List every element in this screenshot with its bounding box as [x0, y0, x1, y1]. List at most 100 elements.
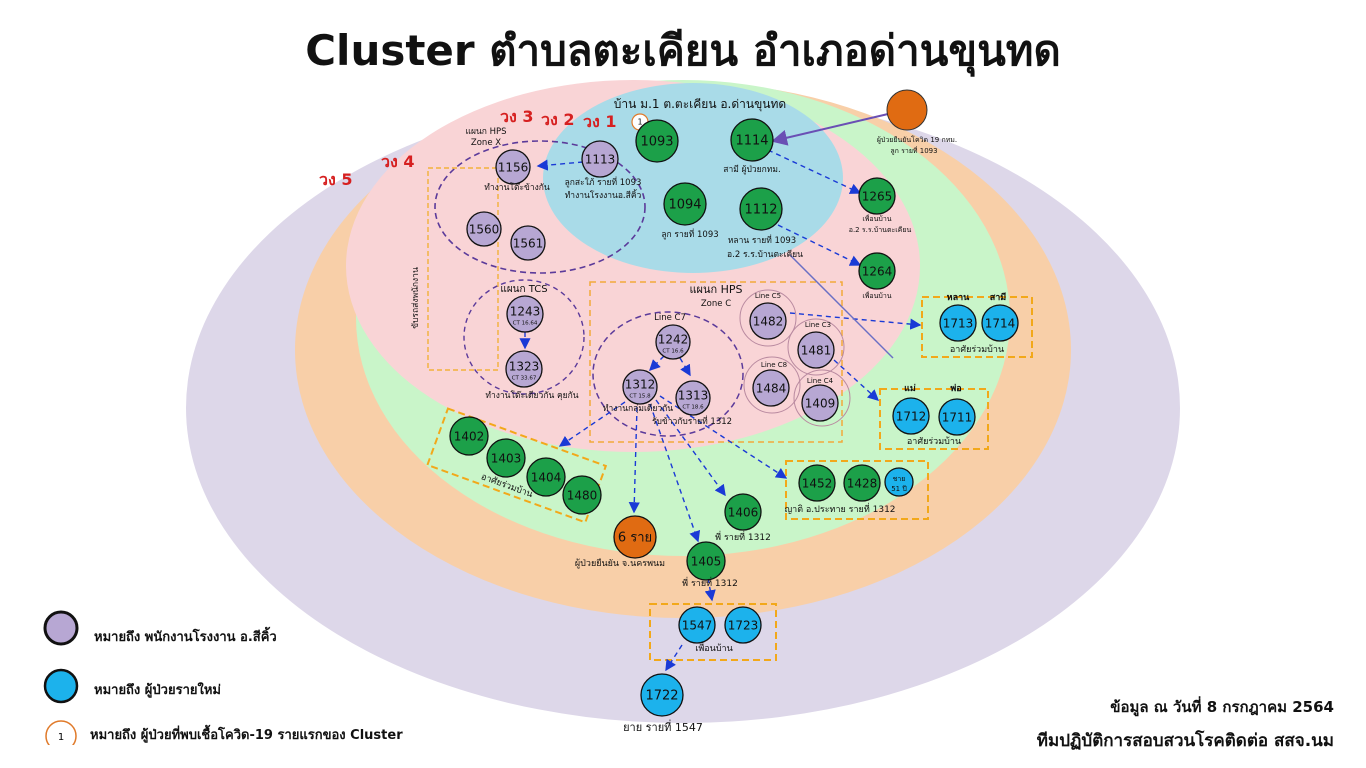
- node-label-1156: 1156: [498, 161, 529, 175]
- node-1313: [675, 380, 711, 416]
- node-ct-1242: CT 16.6: [662, 349, 684, 355]
- caption-1547: เพื่อนบ้าน: [695, 641, 733, 654]
- node-1484: [752, 369, 790, 407]
- line-c5-group: [739, 289, 797, 347]
- node-label-1313: 1313: [678, 389, 709, 403]
- tcs-heading: แผนก TCS: [500, 284, 547, 295]
- legend-blue-icon: [43, 668, 79, 704]
- node-label-1242: 1242: [658, 333, 689, 347]
- node-1723: [724, 606, 762, 644]
- node-label-1713: 1713: [943, 317, 974, 331]
- node-1405: [686, 541, 726, 581]
- line-c4-label: Line C4: [807, 377, 834, 385]
- caption-mother: แม่: [904, 383, 916, 394]
- caption-1156: ทำงานโต๊ะข้างกัน: [484, 182, 550, 193]
- edge-1113-1156: [536, 159, 584, 171]
- footer-date: ข้อมูล ณ วันที่ 8 กรกฎาคม 2564: [1110, 698, 1334, 716]
- node-label-1323: 1323: [509, 360, 540, 374]
- node-1265: [858, 177, 896, 215]
- node-label-1723: 1723: [728, 619, 759, 633]
- node-label-1561: 1561: [513, 237, 544, 251]
- caption-1323: ทำงานโต๊ะเดียวกัน คุยกัน: [485, 390, 578, 401]
- caption-6: ผู้ป่วยยืนยัน จ.นครพนม: [575, 558, 665, 569]
- node-label-1712: 1712: [896, 410, 927, 424]
- node-1093: [635, 119, 679, 163]
- tcs-group: [463, 279, 585, 395]
- node-label-1714: 1714: [985, 317, 1016, 331]
- zone-c-heading: แผนก HPS: [689, 283, 742, 296]
- node-label-1312: 1312: [625, 378, 656, 392]
- node-ct-1243: CT 16.64: [513, 321, 538, 327]
- caption-grandson: หลาน: [947, 293, 971, 303]
- caption-1113b: ทำงานโรงงานอ.สีคิ้ว: [565, 189, 642, 201]
- node-1712: [892, 397, 930, 435]
- ring-label-2: วง 2: [541, 110, 575, 129]
- caption-1265a: เพื่อนบ้าน: [862, 214, 891, 223]
- legend-blue-text: หมายถึง ผู้ป่วยรายใหม่: [94, 683, 221, 698]
- node-label-sai_age: 51 ปี: [891, 485, 907, 493]
- node-label-1113: 1113: [585, 153, 616, 167]
- edge-1242-1313: [679, 357, 691, 377]
- node-label-1405: 1405: [691, 555, 722, 569]
- node-label-1406: 1406: [728, 506, 759, 520]
- node-1156: [495, 149, 531, 185]
- legend-purple-icon: [43, 610, 79, 646]
- node-1264: [858, 252, 896, 290]
- node-1560: [466, 211, 502, 247]
- caption-1712: อาศัยร่วมบ้าน: [907, 436, 961, 447]
- box-1452-group: [785, 460, 929, 520]
- node-label-1265: 1265: [862, 190, 893, 204]
- caption-1406: พี่ รายที่ 1312: [715, 530, 771, 543]
- node-label-1711: 1711: [942, 411, 973, 425]
- node-1452: [798, 464, 836, 502]
- zone-c-box: [589, 281, 843, 443]
- caption-father: พ่อ: [950, 383, 961, 394]
- caption-1265b: อ.2 ร.ร.บ้านตะเคียน: [849, 226, 912, 234]
- node-label-1480: 1480: [567, 489, 598, 503]
- box-1712-1711: [879, 388, 989, 450]
- node-label-1547: 1547: [682, 619, 713, 633]
- driver-box: [427, 167, 499, 371]
- caption-1112b: อ.2 ร.ร.บ้านตะเคียน: [727, 249, 803, 260]
- caption-1313: รับข้าวกับรายที่ 1312: [652, 415, 732, 427]
- line-c7-label: Line C7: [654, 313, 686, 323]
- first-case-marker-label: 1: [637, 118, 642, 127]
- ring-label-1: วง 1: [583, 112, 617, 131]
- edge-source-1114: [771, 113, 889, 146]
- caption-husband: สามี: [990, 292, 1007, 303]
- node-label-6: 6 ราย: [618, 531, 652, 546]
- node-male-51: [884, 467, 914, 497]
- node-1409: [801, 384, 839, 422]
- node-1404: [526, 457, 566, 497]
- driver-box-label: ขับรถส่งพนักงาน: [411, 267, 421, 329]
- node-label-1428: 1428: [847, 477, 878, 491]
- node-1112: [739, 187, 783, 231]
- ring-label-3: วง 3: [500, 107, 534, 126]
- edge-1312-1452: [659, 395, 788, 479]
- caption-1713: อาศัยร่วมบ้าน: [950, 344, 1004, 355]
- node-label-1243: 1243: [510, 305, 541, 319]
- legend-icons: 1: [43, 610, 79, 745]
- node-label-1402: 1402: [454, 430, 485, 444]
- node-1713: [939, 304, 977, 342]
- node-label-1560: 1560: [469, 223, 500, 237]
- zone-x-group: [434, 140, 646, 274]
- node-label-sai: ชาย: [893, 475, 906, 483]
- node-1547: [678, 606, 716, 644]
- edge-1481-1712: [833, 359, 880, 401]
- edge-1114-1265: [767, 149, 862, 194]
- caption-1113a: ลูกสะใภ้ รายที่ 1093: [565, 176, 642, 188]
- node-label-1094: 1094: [668, 198, 701, 213]
- line-c3-label: Line C3: [805, 321, 831, 329]
- zone-c-sub: Zone C: [701, 299, 731, 309]
- node-1312: [622, 369, 658, 405]
- legend-first-icon: [45, 720, 77, 745]
- node-label-1452: 1452: [802, 477, 833, 491]
- caption-1405: พี่ รายที่ 1312: [682, 576, 738, 589]
- node-1428: [843, 464, 881, 502]
- node-1481: [797, 331, 835, 369]
- node-label-1403: 1403: [491, 452, 522, 466]
- caption-1312: ทำงานกลุ่มเดียวกัน: [603, 403, 673, 414]
- node-1113: [581, 140, 619, 178]
